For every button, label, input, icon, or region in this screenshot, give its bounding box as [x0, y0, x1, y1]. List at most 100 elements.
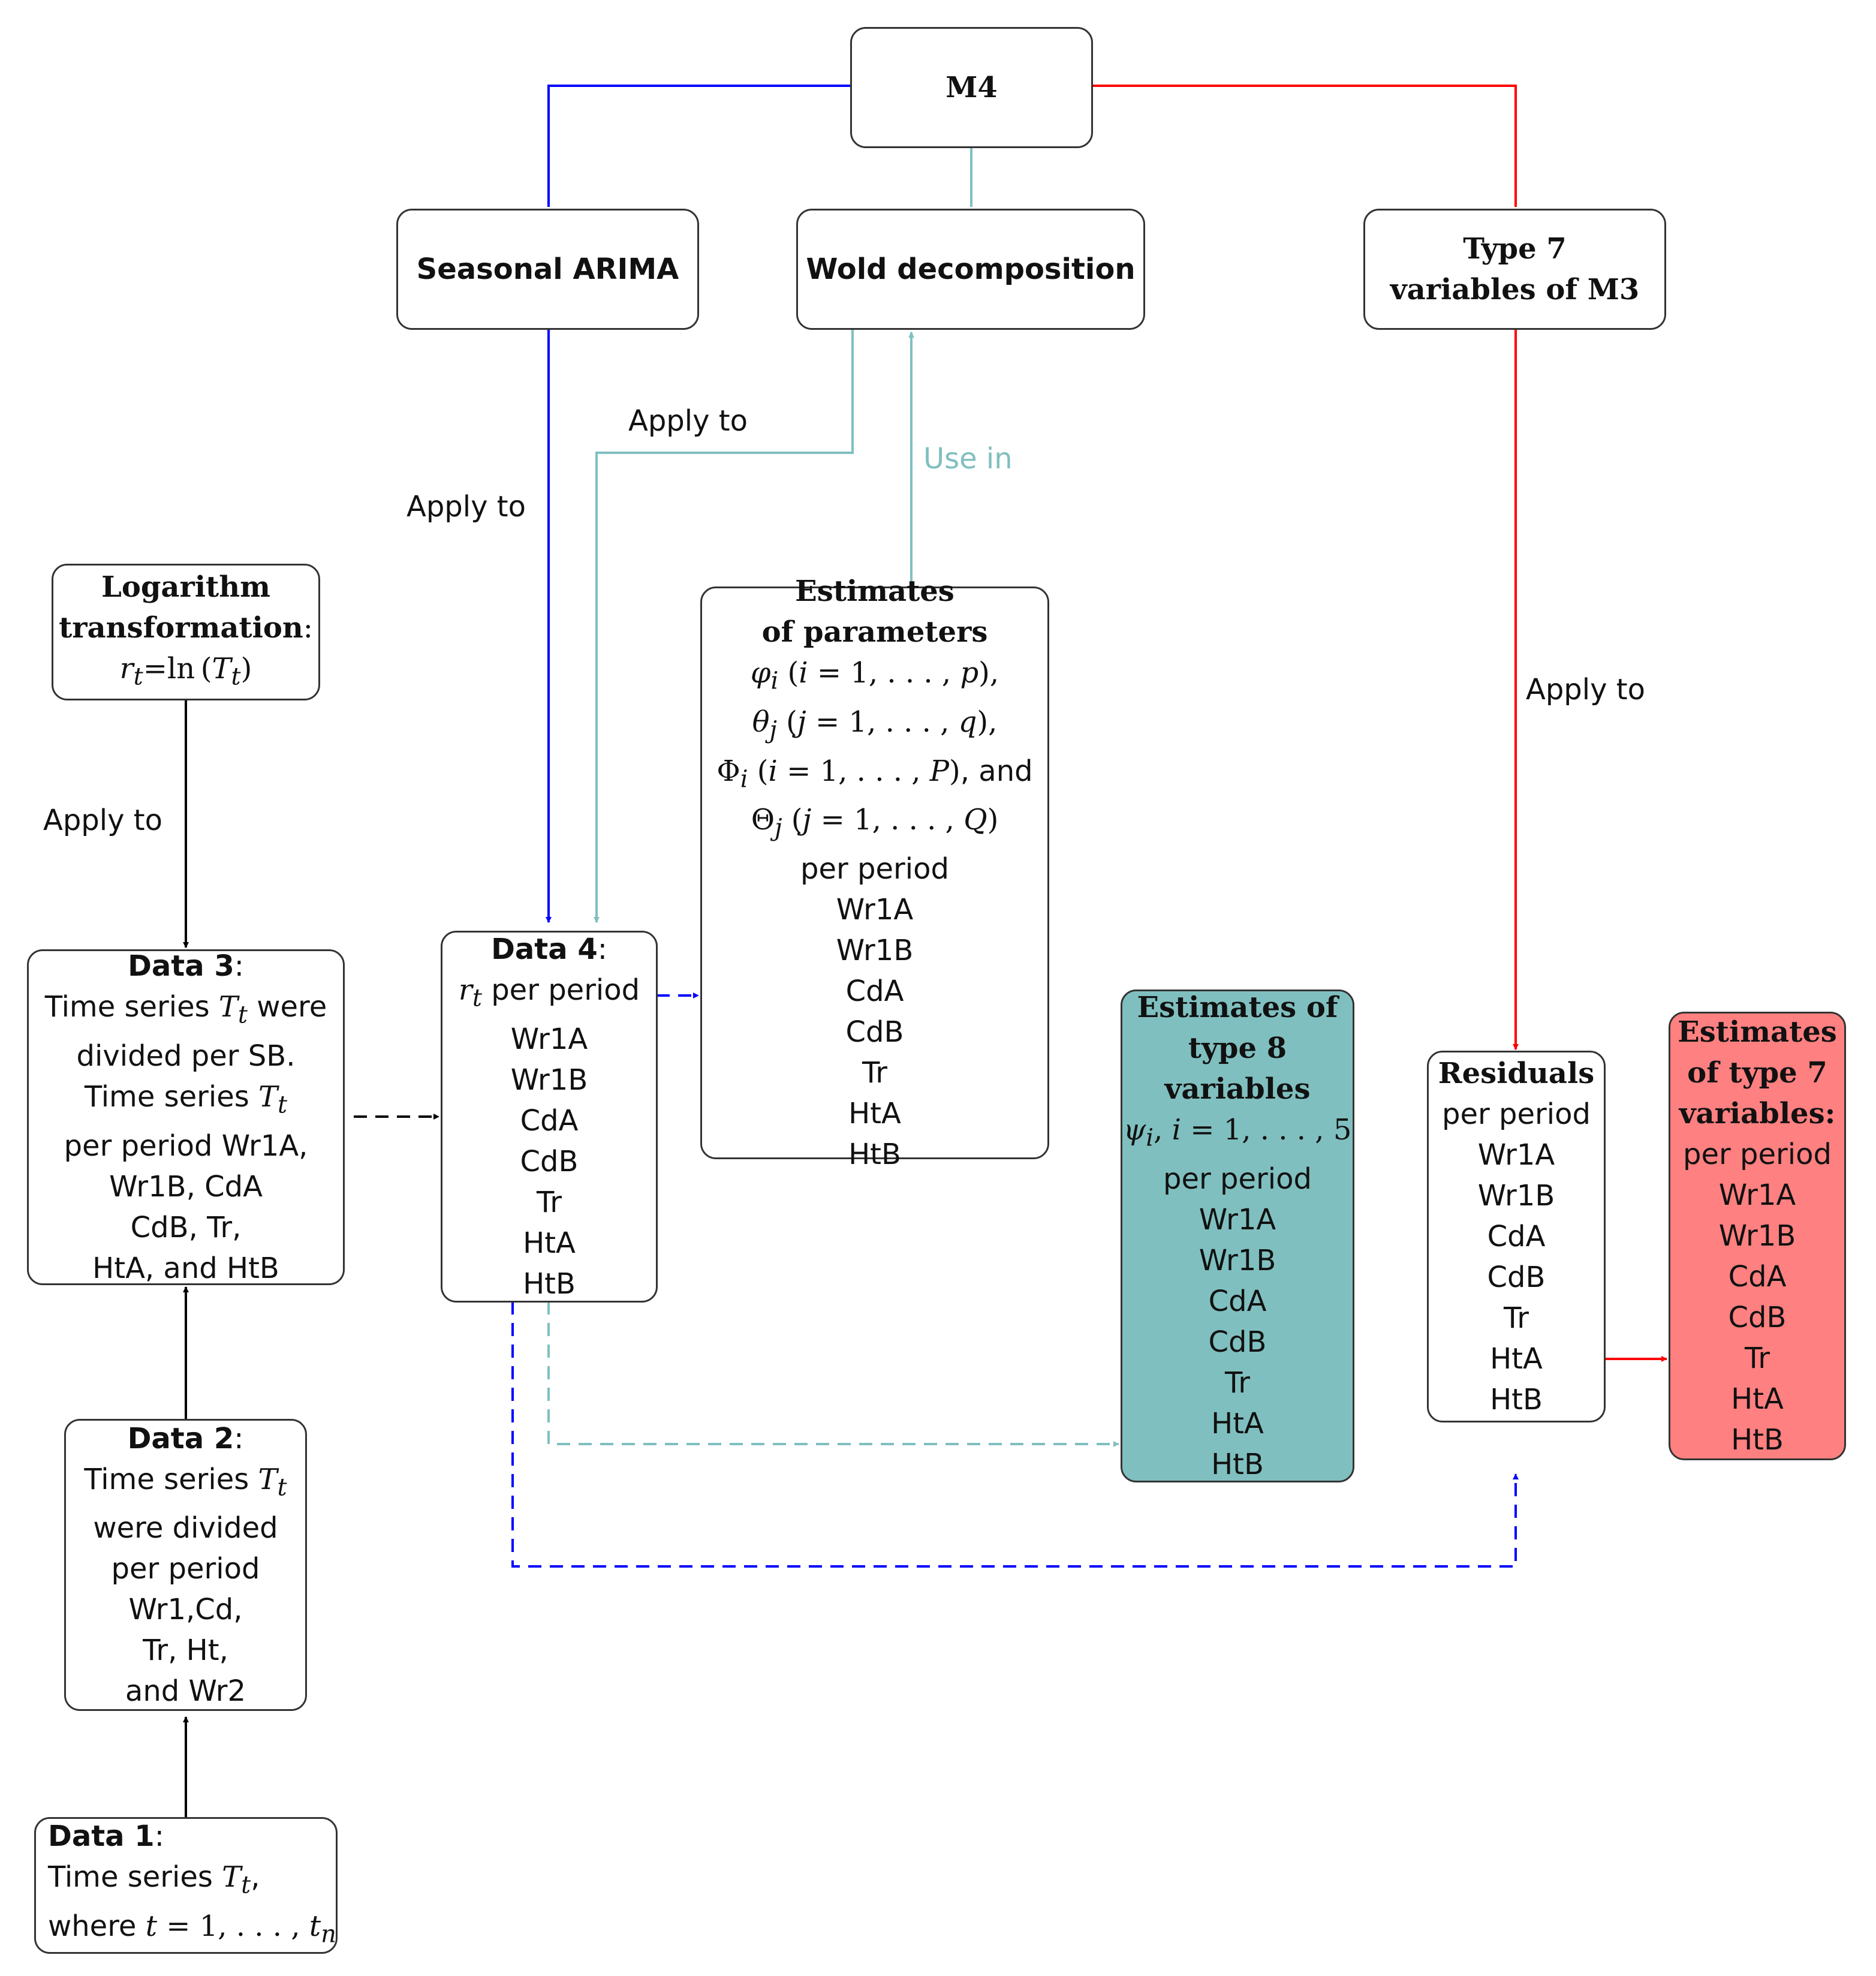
estimates-phi-eq: = 1, . . . , [808, 656, 960, 690]
data1-l2-mid: = 1, . . . , [156, 1909, 309, 1943]
type8-per-period: per period [1163, 1162, 1312, 1196]
estimates-Phi-end: P [929, 754, 950, 788]
data4-l1-sub: t [472, 984, 482, 1012]
type7est-item: Tr [1745, 1342, 1770, 1375]
estimates-Theta-sub: j [775, 814, 782, 842]
residuals-item: Wr1B [1477, 1179, 1555, 1213]
node-data2: Data 2: Time series Tt were divided per … [64, 1419, 307, 1711]
edge-data4-to-residuals [511, 1301, 1519, 1568]
log-formula-eq: =ln [143, 652, 195, 686]
estimates-line1: Estimates [795, 575, 954, 609]
data2-l1-var: T [258, 1462, 278, 1496]
data3-l1-var: T [218, 990, 238, 1024]
estimates-item: HtB [848, 1137, 901, 1171]
node-residuals: Residuals per period Wr1A Wr1B CdA CdB T… [1427, 1051, 1606, 1422]
type8-item: HtB [1211, 1447, 1264, 1481]
estimates-Phi-line: Φi (i = 1, . . . , P), and [716, 751, 1032, 800]
estimates-item: Tr [862, 1055, 887, 1090]
residuals-item: HtB [1490, 1383, 1543, 1416]
estimates-Theta-eq: = 1, . . . , [811, 803, 964, 837]
data1-line2: where t = 1, . . . , tn [48, 1906, 336, 1955]
data1-title: Data 1 [48, 1819, 155, 1854]
estimates-Theta-idx: j [802, 803, 812, 837]
data3-l1-pre: Time series [44, 990, 219, 1024]
data3-line4: per period Wr1A, [64, 1129, 308, 1163]
node-data1: Data 1: Time series Tt, where t = 1, . .… [34, 1817, 338, 1954]
estimates-item: HtA [848, 1096, 901, 1130]
type8-item: Wr1A [1199, 1202, 1276, 1237]
type7est-item: CdB [1728, 1301, 1787, 1334]
log-formula-sub: t [133, 663, 143, 691]
type8-psi-sym: ψ [1123, 1113, 1146, 1147]
data4-line1: rt per period [459, 970, 640, 1019]
type8-psi-comma: , [1154, 1113, 1172, 1147]
data1-l2-pre: where [48, 1909, 146, 1943]
estimates-and: , and [960, 754, 1033, 788]
data3-line5: Wr1B, CdA [109, 1169, 263, 1204]
type7-line2: variables of M3 [1390, 273, 1640, 306]
log-formula-var: r [119, 652, 134, 686]
data3-l1-post: were [247, 990, 327, 1024]
data3-title-line: Data 3: [128, 946, 244, 987]
node-seasonal-arima: Seasonal ARIMA [396, 209, 699, 330]
data1-title-line: Data 1: [48, 1816, 164, 1857]
data2-l1-pre: Time series [84, 1462, 258, 1496]
estimates-Phi-sub: i [740, 765, 748, 793]
edge-m4-to-seasonal-arima [547, 85, 854, 207]
node-logarithm-transformation: Logarithm transformation: rt=ln (Tt) [52, 564, 320, 700]
data3-l3-var: T [258, 1080, 278, 1114]
log-formula: rt=ln (Tt) [120, 648, 252, 697]
log-formula-arg: T [212, 652, 231, 686]
data3-l3-sub: t [278, 1091, 288, 1119]
type7est-line1: Estimates [1678, 1015, 1837, 1049]
data4-item: CdA [520, 1103, 579, 1138]
estimates-theta-end: q [958, 705, 977, 739]
residuals-line1: Residuals [1438, 1057, 1595, 1090]
estimates-item: Wr1B [836, 933, 914, 967]
data4-l1-post: per period [481, 973, 640, 1007]
type8-line3: variables [1164, 1072, 1311, 1106]
m4-title: M4 [945, 71, 998, 104]
estimates-line2: of parameters [761, 615, 988, 649]
type8-item: Wr1B [1199, 1243, 1276, 1277]
data4-item: Wr1A [510, 1022, 588, 1056]
type8-item: CdB [1208, 1325, 1267, 1359]
label-type7-apply-to: Apply to [1526, 673, 1645, 706]
type7est-item: Wr1B [1718, 1219, 1796, 1253]
log-line2-suffix: : [303, 611, 313, 645]
data4-item: CdB [520, 1144, 579, 1178]
data2-line2: were divided [93, 1511, 278, 1545]
node-type7-variables: Type 7 variables of M3 [1363, 209, 1666, 330]
estimates-Theta-close: ) [987, 803, 999, 837]
data1-l2-var2: t [309, 1909, 321, 1943]
estimates-item: CdB [845, 1015, 904, 1049]
estimates-per-period: per period [800, 852, 949, 886]
seasonal-arima-title: Seasonal ARIMA [416, 252, 679, 286]
data2-title: Data 2 [127, 1421, 234, 1455]
estimates-Phi-eq: = 1, . . . , [777, 754, 930, 788]
data1-title-suffix: : [154, 1819, 164, 1854]
type8-item: CdA [1208, 1284, 1267, 1318]
data2-line4: Wr1,Cd, [128, 1593, 243, 1627]
data3-line1: Time series Tt were [45, 987, 327, 1036]
data1-l2-var: t [145, 1909, 157, 1943]
type7est-item: Wr1A [1718, 1178, 1796, 1212]
data2-l1-sub: t [277, 1473, 287, 1502]
data4-item: Wr1B [510, 1063, 588, 1097]
estimates-Phi-sym: Φ [716, 754, 740, 788]
estimates-phi-idx: i [799, 656, 808, 690]
data4-title: Data 4 [491, 933, 598, 967]
residuals-item: CdA [1487, 1220, 1546, 1253]
data1-l1-pre: Time series [48, 1860, 222, 1894]
type8-psi-sub: i [1146, 1124, 1154, 1152]
estimates-theta-line: θj (j = 1, . . . , q), [752, 702, 998, 751]
estimates-Theta-end: Q [963, 803, 987, 837]
estimates-theta-close: ), [977, 705, 998, 739]
label-wold-apply-to: Apply to [628, 404, 748, 438]
type7est-item: CdA [1728, 1260, 1787, 1294]
residuals-item: HtA [1490, 1342, 1543, 1376]
label-arima-apply-to: Apply to [406, 490, 526, 524]
type8-psi-rest: = 1, . . . , 5 [1181, 1113, 1352, 1147]
node-estimates-of-parameters: Estimates of parameters φi (i = 1, . . .… [700, 575, 1049, 1171]
